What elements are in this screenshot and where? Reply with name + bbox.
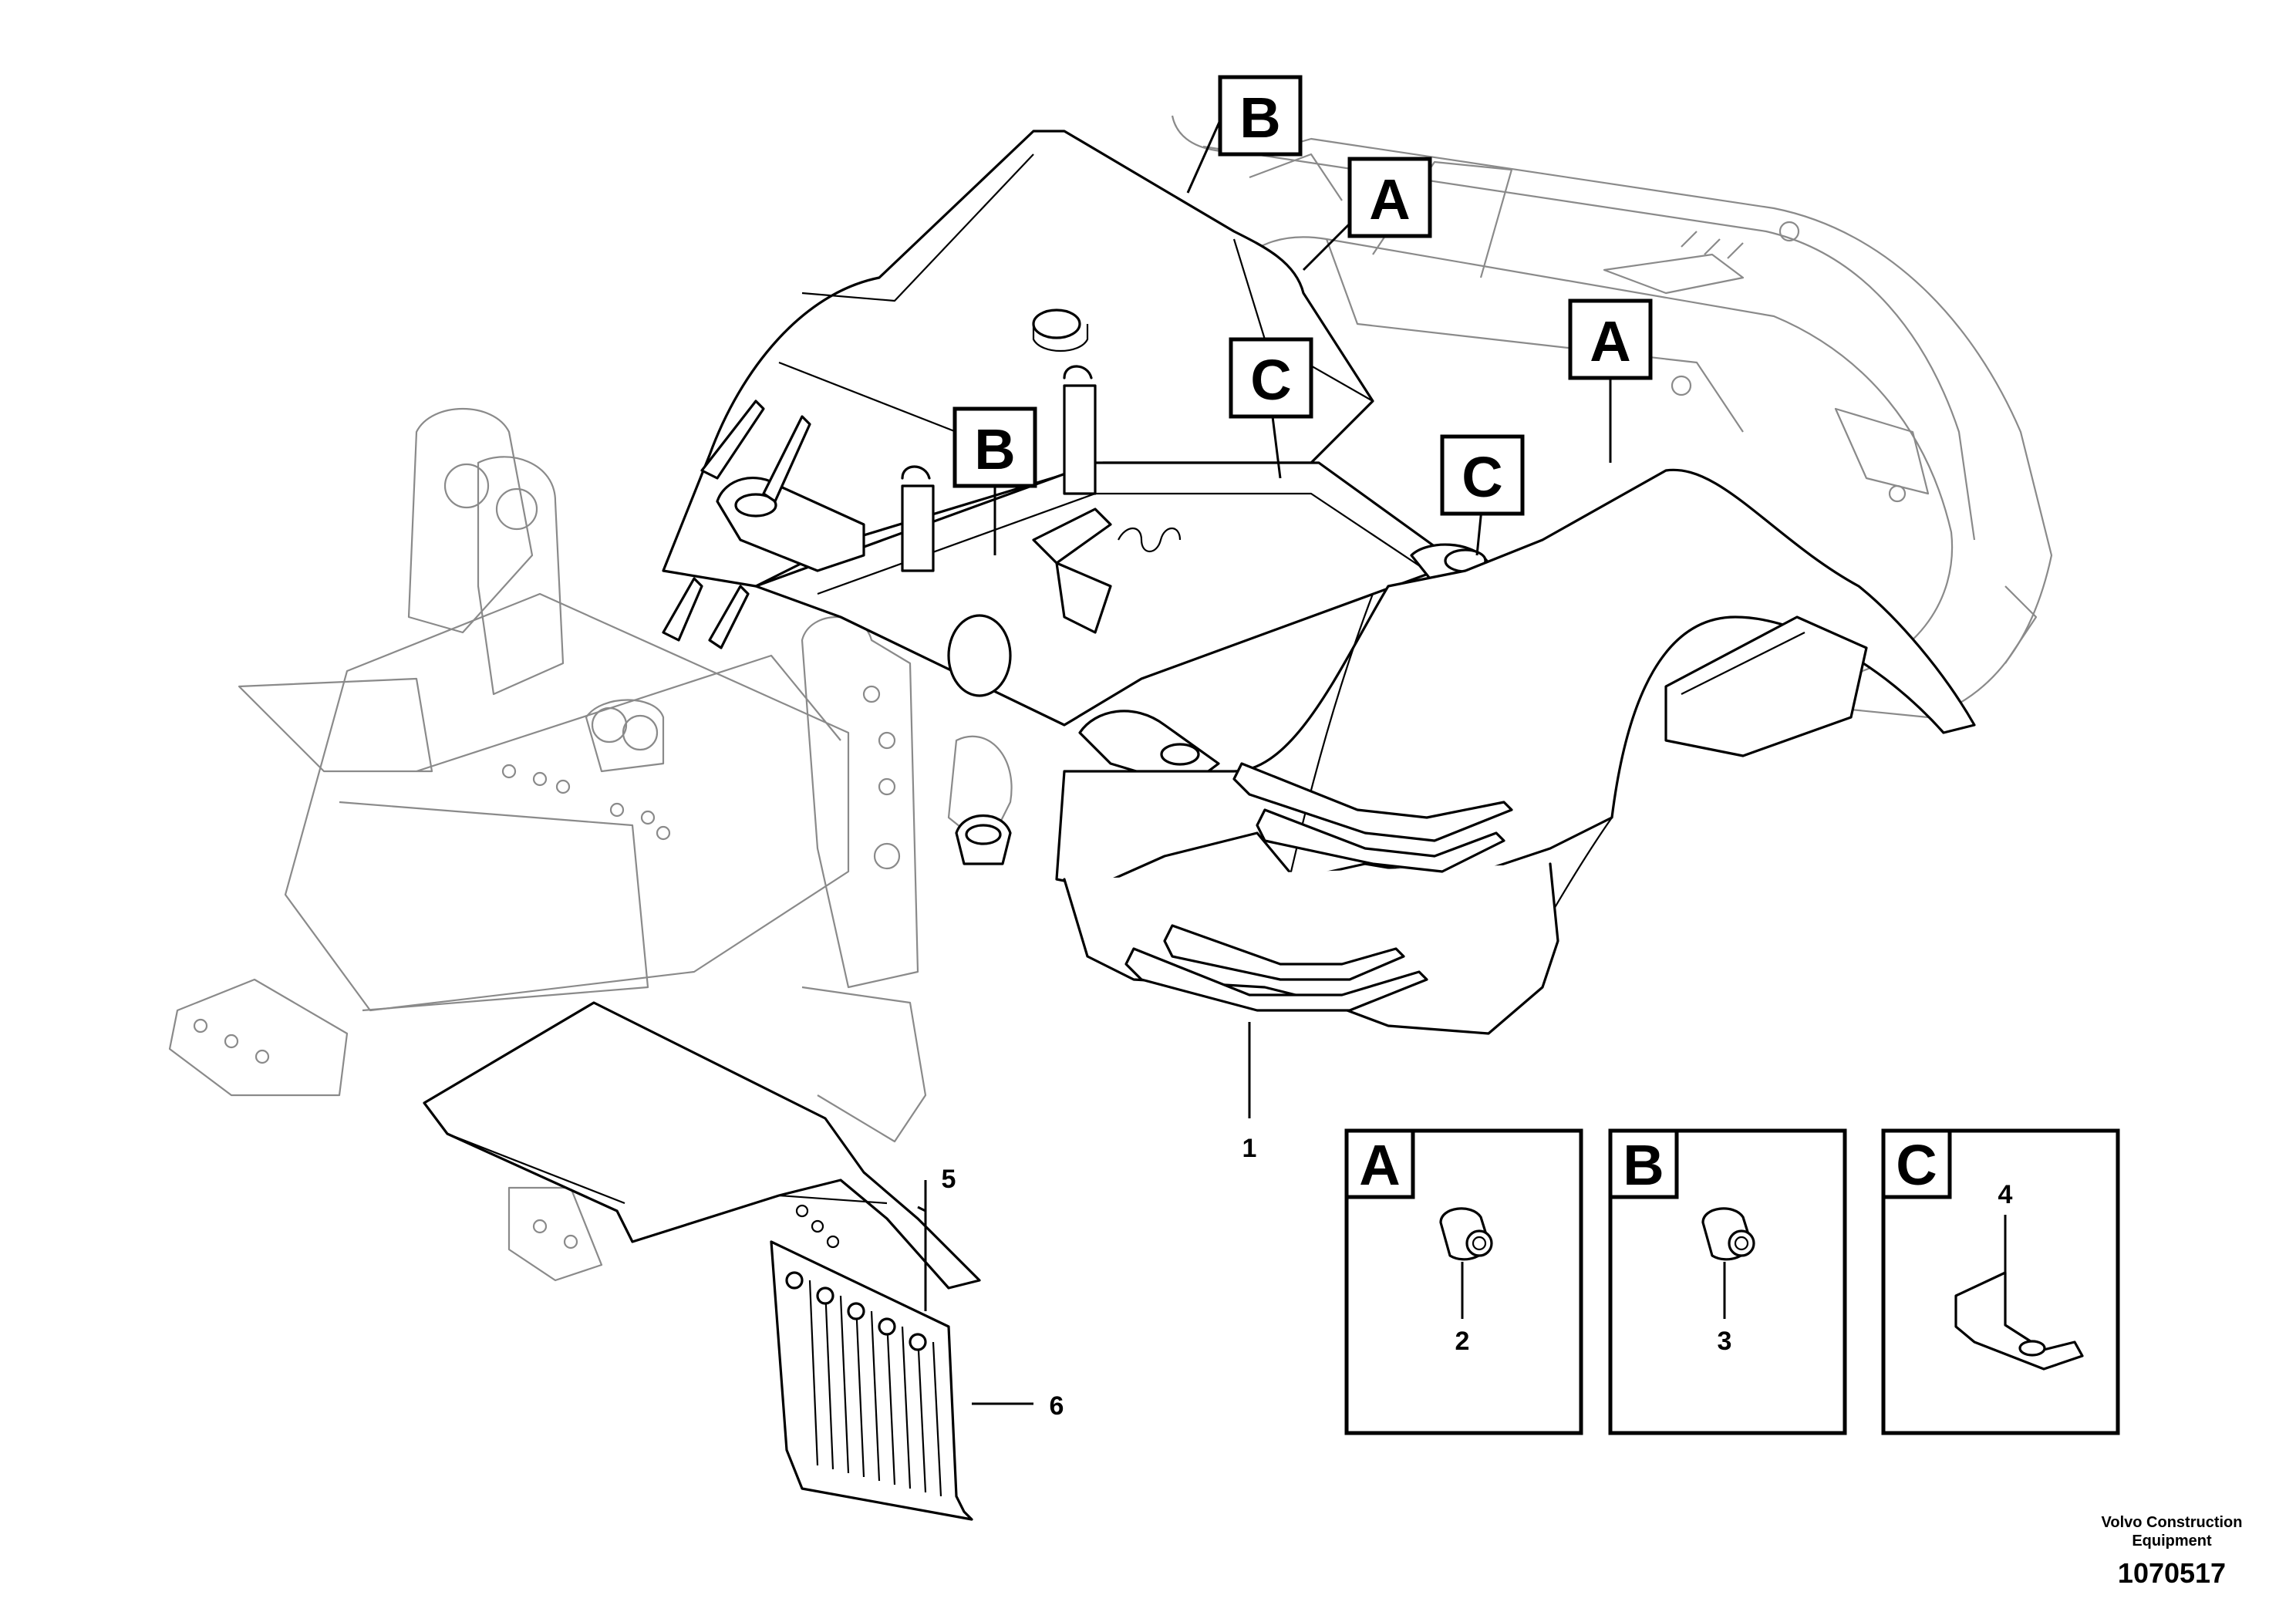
callout-b-top-label: B xyxy=(1239,86,1280,150)
callout-c-right: C xyxy=(1440,434,1525,516)
detail-a-letter: A xyxy=(1359,1133,1400,1197)
callout-c-right-label: C xyxy=(1462,445,1502,509)
detail-b-letter: B xyxy=(1623,1133,1664,1197)
callout-b-mid-label: B xyxy=(974,417,1015,481)
company-name-line-1: Volvo Construction xyxy=(2102,1514,2243,1531)
fender-part-5 xyxy=(423,1001,981,1290)
callout-b-mid: B xyxy=(952,406,1037,488)
callout-a-top: A xyxy=(1347,157,1432,238)
callout-a-right: A xyxy=(1568,298,1653,380)
callout-c-mid-label: C xyxy=(1250,348,1291,412)
callout-a-right-label: A xyxy=(1590,309,1630,373)
part-number-6: 6 xyxy=(1050,1391,1064,1421)
detail-c-letter: C xyxy=(1896,1133,1937,1197)
angle-bracket-part-4 xyxy=(1954,1271,2084,1371)
drawing-number: 1070517 xyxy=(2118,1557,2226,1589)
detail-view-c: C 4 xyxy=(1881,1128,2120,1435)
detail-view-a: A 2 xyxy=(1344,1128,1583,1435)
callout-c-mid: C xyxy=(1229,337,1313,419)
spacer-part-2 xyxy=(1439,1207,1493,1261)
part-number-1: 1 xyxy=(1242,1134,1257,1163)
callout-b-top: B xyxy=(1218,75,1303,157)
part-number-3: 3 xyxy=(1718,1327,1732,1356)
spacer-part-3 xyxy=(1701,1207,1755,1261)
detail-view-b: B 3 xyxy=(1608,1128,1847,1435)
callout-a-top-label: A xyxy=(1369,167,1410,231)
footer-block: Volvo Construction Equipment 1070517 xyxy=(2102,1514,2243,1589)
part-number-5: 5 xyxy=(942,1165,956,1194)
company-name-line-2: Equipment xyxy=(2132,1533,2212,1549)
part-number-2: 2 xyxy=(1455,1327,1470,1356)
part-number-4: 4 xyxy=(1998,1180,2013,1209)
mudflap-part-6 xyxy=(770,1240,973,1521)
platform-frame-part-1 xyxy=(662,130,1976,1035)
